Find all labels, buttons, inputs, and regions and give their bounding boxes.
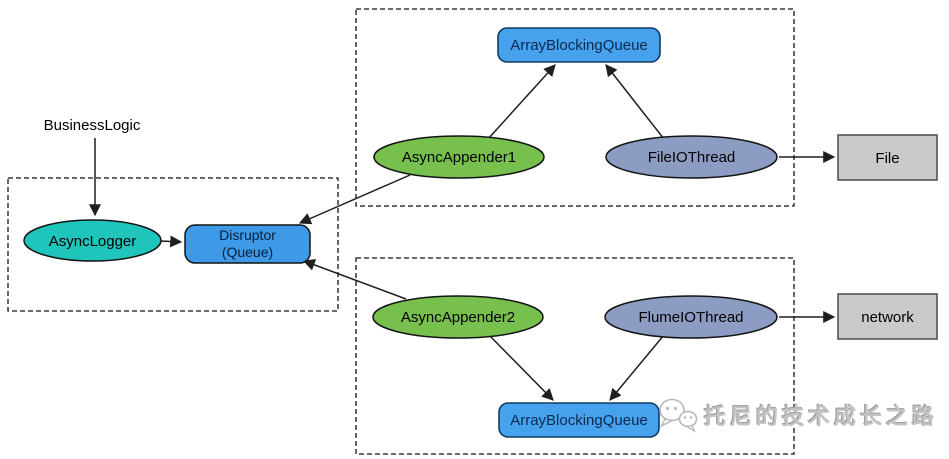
arrow-asyncappender2-to-queue <box>488 334 554 401</box>
arrow-asyncappender1-to-queue <box>487 64 556 140</box>
arrow-flumeiothread-to-queue <box>609 334 665 401</box>
business-logic-label: BusinessLogic <box>44 117 141 134</box>
async-appender2-label: AsyncAppender2 <box>401 309 515 326</box>
disruptor-node <box>184 224 311 264</box>
file-sink-node <box>837 134 938 181</box>
arrow-fileiothread-to-queue <box>605 64 665 140</box>
array-blocking-queue-bottom-label: ArrayBlockingQueue <box>510 412 648 429</box>
async-appender2-node <box>372 295 544 339</box>
async-logger-node <box>23 219 162 262</box>
disruptor-label-line2: (Queue) <box>222 244 273 260</box>
chat-bubbles-icon <box>659 398 698 433</box>
logger-group-box <box>7 177 339 312</box>
array-blocking-queue-bottom-node <box>498 402 660 438</box>
flume-io-thread-label: FlumeIOThread <box>638 309 743 326</box>
watermark: 托尼的技术成长之路 <box>658 396 938 434</box>
watermark-text: 托尼的技术成长之路 <box>704 404 939 429</box>
file-appender-group-box <box>355 8 795 207</box>
flume-appender-group-box <box>355 257 795 455</box>
async-appender1-node <box>373 135 545 179</box>
file-io-thread-node <box>605 135 778 179</box>
async-logger-label: AsyncLogger <box>49 233 137 250</box>
network-sink-node <box>837 293 938 340</box>
array-blocking-queue-top-node <box>497 27 661 63</box>
arrow-asyncappender1-to-disruptor <box>298 174 411 225</box>
file-io-thread-label: FileIOThread <box>648 149 736 166</box>
array-blocking-queue-top-label: ArrayBlockingQueue <box>510 37 648 54</box>
arrow-asynclogger-to-disruptor <box>160 235 183 248</box>
disruptor-label-line1: Disruptor <box>219 227 276 243</box>
flume-io-thread-node <box>604 295 778 339</box>
arrow-asyncappender2-to-disruptor <box>302 259 407 300</box>
network-sink-label: network <box>861 309 914 326</box>
file-sink-label: File <box>875 150 899 167</box>
async-appender1-label: AsyncAppender1 <box>402 149 516 166</box>
